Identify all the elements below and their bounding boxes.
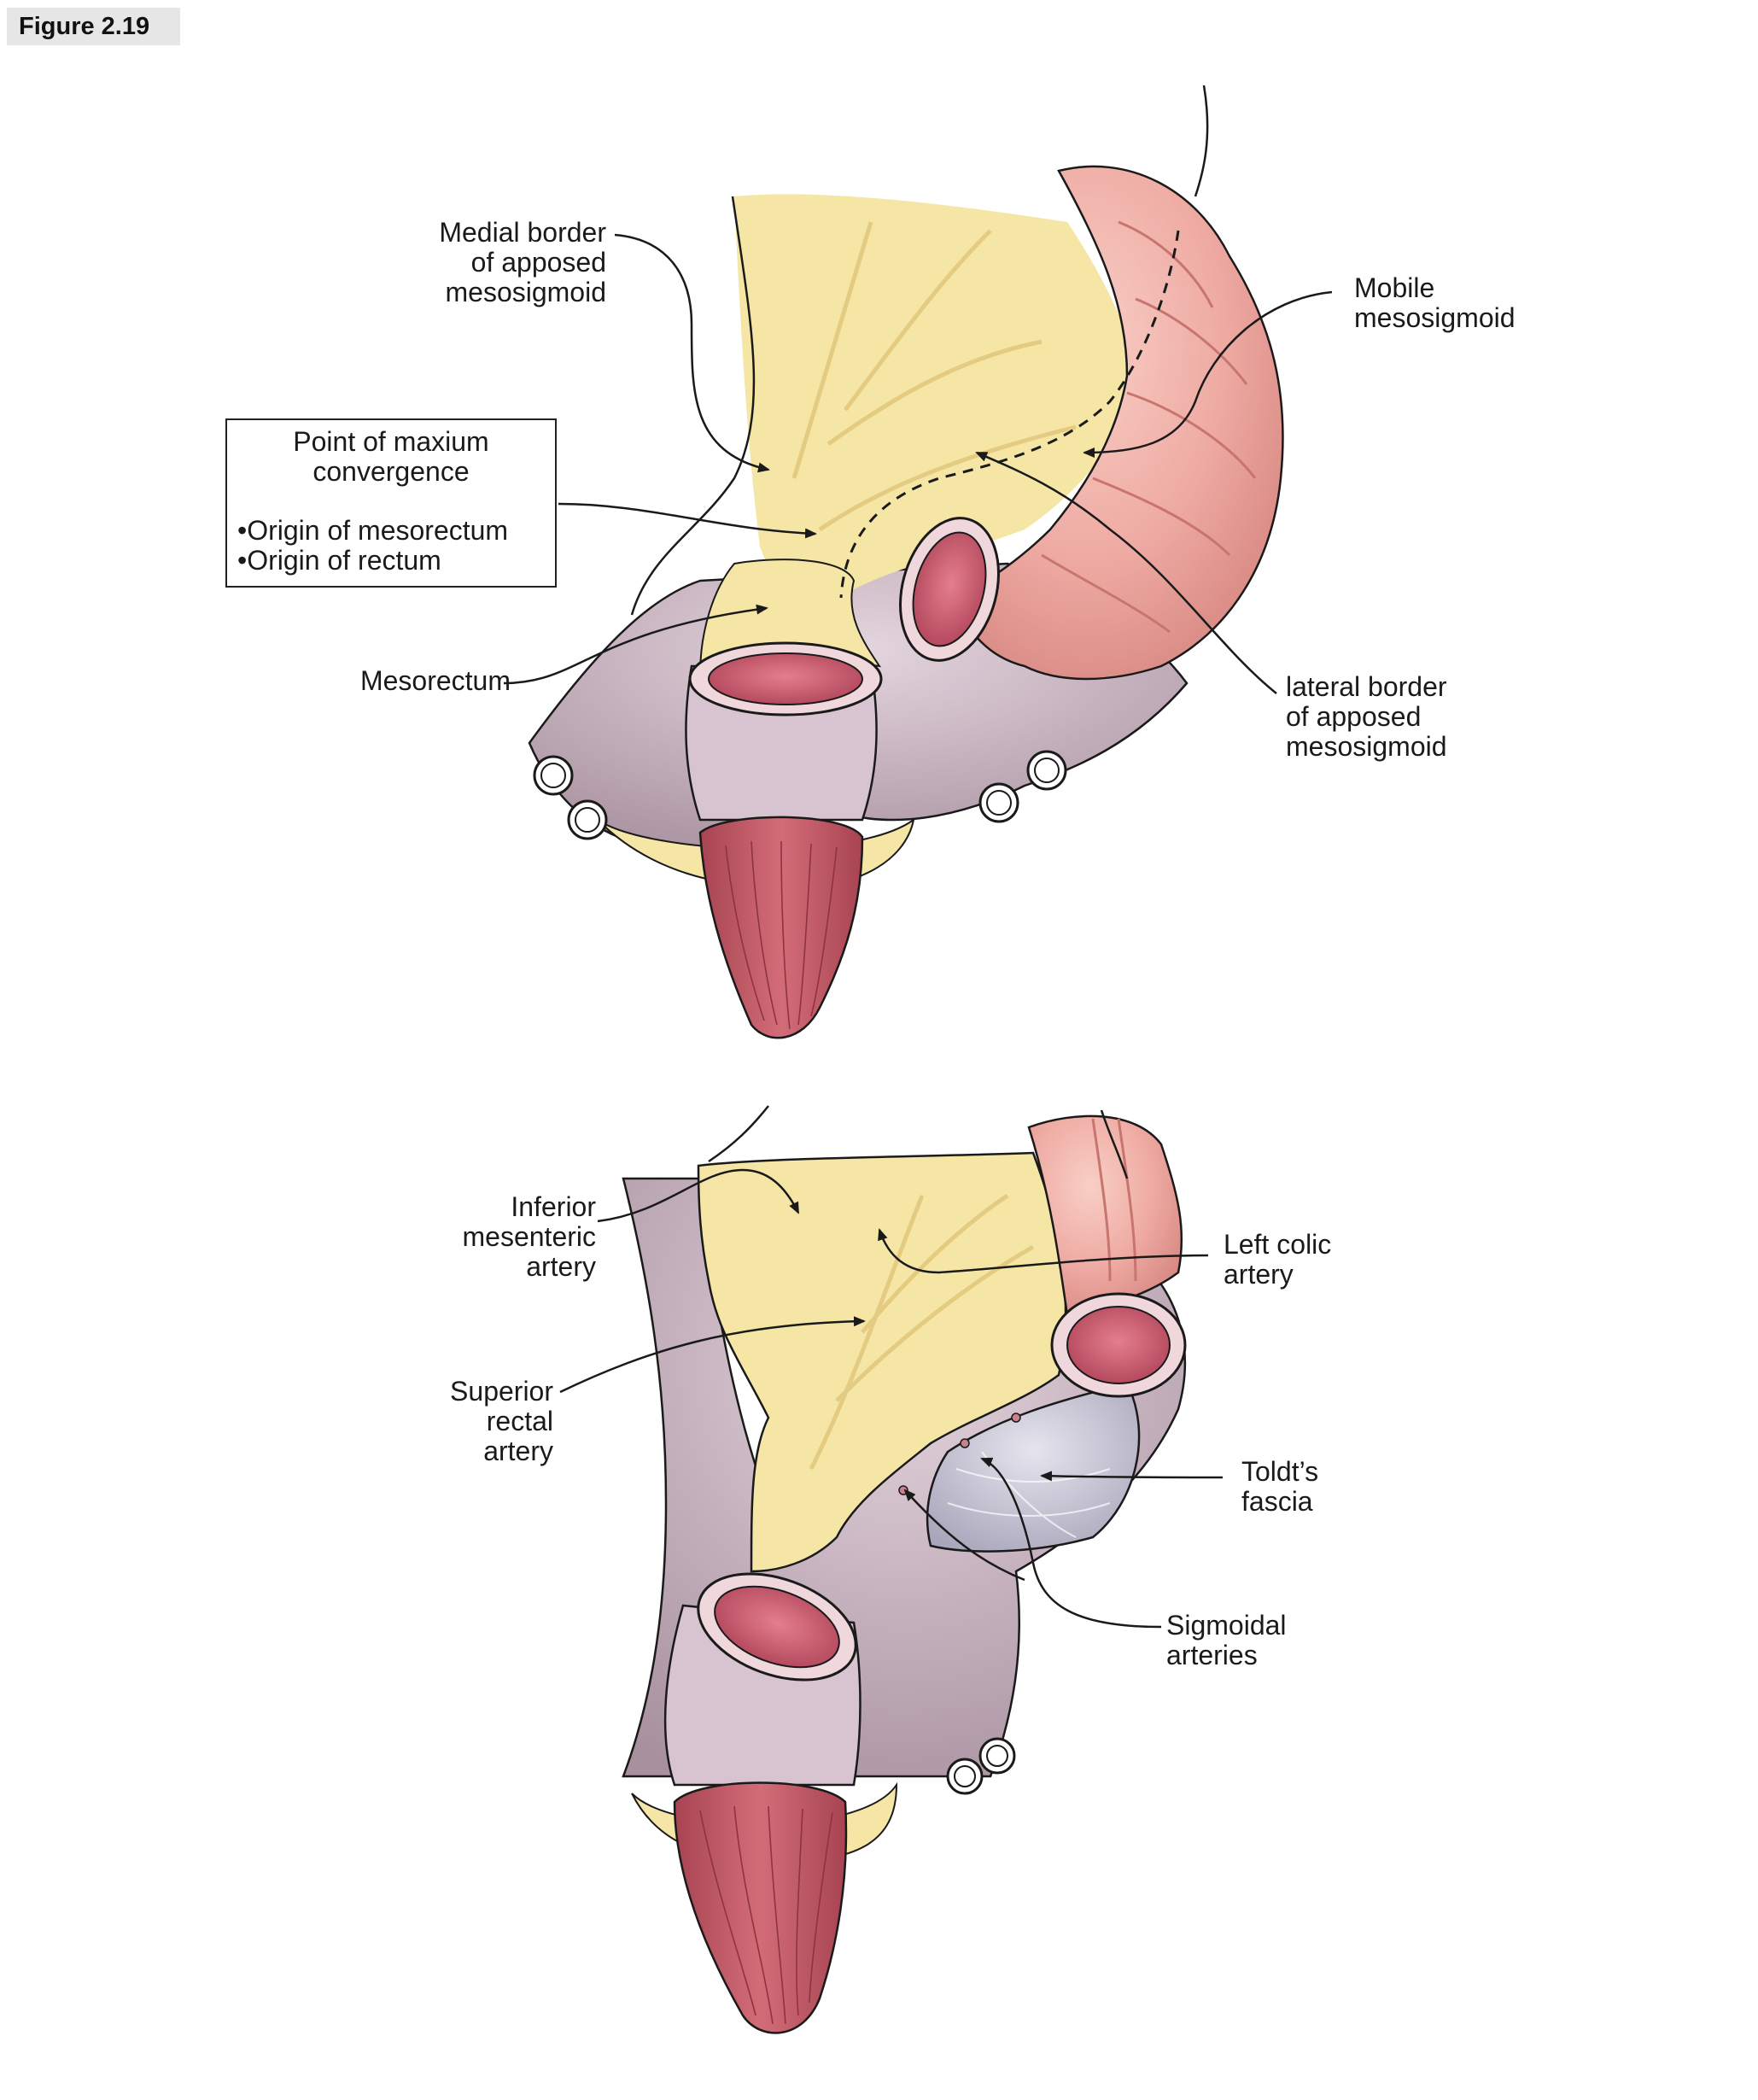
label-superior-rectal: Superior rectal artery (450, 1376, 553, 1466)
label-medial-border: Medial border of apposed mesosigmoid (439, 217, 606, 307)
top-mesosigmoid-fat (734, 194, 1144, 598)
bottom-panel-drawing (559, 1105, 1224, 2034)
label-sigmoidal-arteries: Sigmoidal arteries (1166, 1610, 1287, 1670)
top-rectum-muscle (698, 816, 864, 1039)
convergence-box: Point of maxium convergence •Origin of m… (225, 418, 557, 588)
label-origin-rectum: •Origin of rectum (237, 545, 441, 576)
label-origin-mesorectum: •Origin of mesorectum (237, 515, 509, 546)
label-toldts-fascia: Toldt’s fascia (1241, 1456, 1319, 1517)
bottom-rectum-muscle (673, 1781, 848, 2034)
label-left-colic: Left colic artery (1224, 1229, 1332, 1290)
figure-title: Figure 2.19 (7, 8, 180, 45)
top-panel-drawing (503, 85, 1333, 1039)
top-sigmoid-colon (955, 165, 1284, 681)
bottom-mesosigmoid-fat (697, 1151, 1067, 1573)
label-convergence-title: Point of maxium convergence (293, 426, 489, 487)
label-mesorectum: Mesorectum (359, 665, 511, 696)
label-mobile-mesosigmoid: Mobile mesosigmoid (1354, 272, 1516, 333)
label-lateral-border: lateral border of apposed mesosigmoid (1286, 671, 1447, 762)
label-inferior-mesenteric: Inferior mesenteric artery (462, 1191, 597, 1282)
